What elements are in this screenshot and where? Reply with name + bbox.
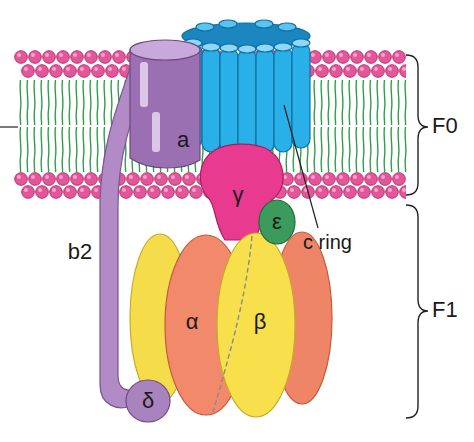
subunit-label: b2 <box>68 241 92 263</box>
subunit-label: α <box>186 311 199 333</box>
label-holder: F1 <box>432 299 458 321</box>
a-subunit-outline <box>152 112 160 152</box>
subunit-label: δ <box>142 390 154 412</box>
a-subunit-outline <box>130 50 200 168</box>
subunit-label: γ <box>233 184 244 206</box>
label-holder: c ring <box>303 232 352 252</box>
a-subunit-outline <box>140 62 148 107</box>
sector-label: F0 <box>432 115 458 137</box>
epsilon-subunit-outline <box>259 200 295 244</box>
bracket <box>406 55 428 195</box>
c-ring <box>182 20 310 154</box>
epsilon-subunit: ε <box>256 198 298 246</box>
leader-line <box>0 126 18 127</box>
beta-subunit-outline <box>217 233 295 417</box>
beta-subunit: β <box>215 231 297 419</box>
label-holder: F0 <box>432 115 458 137</box>
a-subunit-shape <box>124 36 204 172</box>
delta-subunit-outline <box>126 380 170 422</box>
subunit-label: a <box>177 129 189 151</box>
delta-subunit: δ <box>124 378 172 424</box>
bracket <box>406 205 428 418</box>
leader-line <box>284 105 318 228</box>
part-label: c ring <box>303 232 352 252</box>
sector-label: F1 <box>432 299 458 321</box>
subunit-label: ε <box>272 211 282 233</box>
a-subunit-outline <box>130 40 200 60</box>
subunit-label: β <box>254 311 267 333</box>
hidden-outline <box>213 236 252 412</box>
a-subunit: a <box>124 36 204 172</box>
